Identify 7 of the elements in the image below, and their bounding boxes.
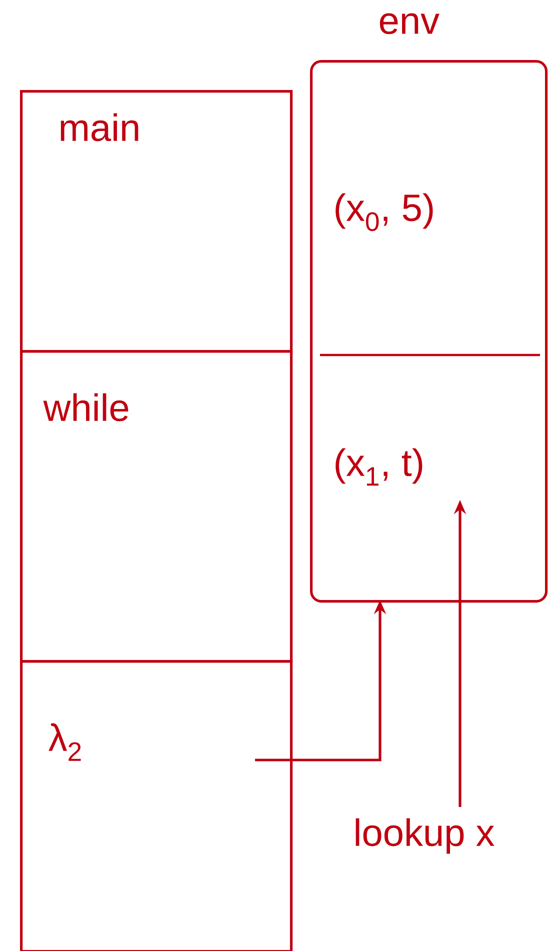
stack-frame: while — [20, 350, 293, 663]
stack-frame: λ$_{2}$ — [20, 660, 293, 951]
binding-entry: (x$_{0}$, 5) — [320, 193, 540, 356]
binding-entry: (x$_{1}$, t) — [336, 448, 422, 486]
node-label: env — [380, 13, 440, 34]
stack-frame: main — [20, 90, 293, 353]
lookup-label: lookup x — [356, 818, 494, 854]
